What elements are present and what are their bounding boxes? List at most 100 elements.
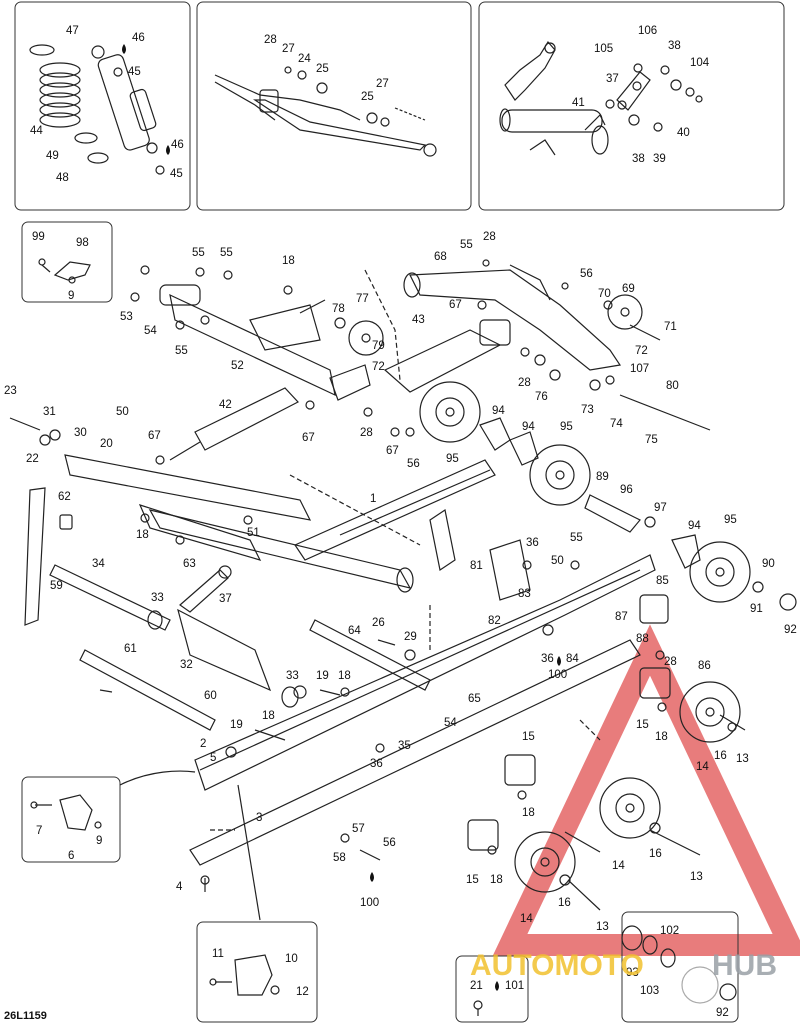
part-label-56: 56: [580, 268, 593, 280]
part-label-22: 22: [26, 453, 39, 465]
inset-frame-linkage: [478, 1, 785, 211]
part-label-61: 61: [124, 643, 137, 655]
part-label-55: 55: [570, 532, 583, 544]
part-label-6: 6: [68, 850, 74, 862]
part-label-90: 90: [762, 558, 775, 570]
part-label-13: 13: [736, 753, 749, 765]
part-label-89: 89: [596, 471, 609, 483]
part-label-36: 36: [370, 758, 383, 770]
part-label-14: 14: [696, 761, 709, 773]
part-label-28: 28: [483, 231, 496, 243]
part-label-51: 51: [247, 527, 260, 539]
inset-frame-bracket: [21, 221, 113, 303]
part-label-55: 55: [460, 239, 473, 251]
part-label-80: 80: [666, 380, 679, 392]
part-label-33: 33: [286, 670, 299, 682]
part-number-labels: 47 46 45 44 49 46 48 45 28 27 24 25 27 2…: [4, 25, 797, 1019]
part-label-60: 60: [204, 690, 217, 702]
part-label-84: 84: [566, 653, 579, 665]
part-label-87: 87: [615, 611, 628, 623]
part-label-18: 18: [262, 710, 275, 722]
part-label-14: 14: [612, 860, 625, 872]
part-label-46: 46: [132, 32, 145, 44]
part-label-10: 10: [285, 953, 298, 965]
part-label-19: 19: [316, 670, 329, 682]
part-label-42: 42: [219, 399, 232, 411]
part-label-45: 45: [128, 66, 141, 78]
part-label-2: 2: [200, 738, 206, 750]
part-label-30: 30: [74, 427, 87, 439]
part-label-57: 57: [352, 823, 365, 835]
part-label-99: 99: [32, 231, 45, 243]
part-label-82: 82: [488, 615, 501, 627]
part-label-73: 73: [581, 404, 594, 416]
part-label-91: 91: [750, 603, 763, 615]
part-label-64: 64: [348, 625, 361, 637]
part-label-100: 100: [360, 897, 379, 909]
part-label-79: 79: [372, 340, 385, 352]
part-label-25: 25: [361, 91, 374, 103]
part-label-101: 101: [505, 980, 524, 992]
watermark-triangle: [492, 624, 800, 956]
part-label-97: 97: [654, 502, 667, 514]
part-label-105: 105: [594, 43, 613, 55]
part-label-100: 100: [548, 669, 567, 681]
part-label-46: 46: [171, 139, 184, 151]
inset-frame-grease: [455, 955, 529, 1023]
part-label-107: 107: [630, 363, 649, 375]
part-label-96: 96: [620, 484, 633, 496]
watermark-text-a: AUTOMOTO: [470, 949, 644, 982]
part-label-40: 40: [677, 127, 690, 139]
part-label-45: 45: [170, 168, 183, 180]
part-label-16: 16: [558, 897, 571, 909]
figure-code: 26L1159: [4, 1010, 47, 1022]
part-label-18: 18: [338, 670, 351, 682]
inset-frame-slider: [196, 921, 318, 1023]
part-label-4: 4: [176, 881, 183, 893]
inset-frame-shock: [14, 1, 191, 211]
part-label-95: 95: [446, 453, 459, 465]
part-label-39: 39: [653, 153, 666, 165]
part-label-37: 37: [219, 593, 232, 605]
inset-frame-arm: [196, 1, 472, 211]
part-label-18: 18: [490, 874, 503, 886]
part-label-29: 29: [404, 631, 417, 643]
part-label-67: 67: [148, 430, 161, 442]
part-label-54: 54: [144, 325, 157, 337]
part-label-95: 95: [560, 421, 573, 433]
part-label-77: 77: [356, 293, 369, 305]
part-label-88: 88: [636, 633, 649, 645]
part-label-47: 47: [66, 25, 79, 37]
part-label-27: 27: [376, 78, 389, 90]
part-label-72: 72: [372, 361, 385, 373]
part-label-50: 50: [116, 406, 129, 418]
part-label-67: 67: [302, 432, 315, 444]
part-label-33: 33: [151, 592, 164, 604]
part-label-20: 20: [100, 438, 113, 450]
shock-spring-drawing: [29, 44, 165, 175]
part-label-13: 13: [690, 871, 703, 883]
part-label-94: 94: [522, 421, 535, 433]
part-label-55: 55: [192, 247, 205, 259]
part-label-19: 19: [230, 719, 243, 731]
part-label-70: 70: [598, 288, 611, 300]
part-label-83: 83: [518, 588, 531, 600]
part-label-95: 95: [724, 514, 737, 526]
part-label-102: 102: [660, 925, 679, 937]
part-label-103: 103: [640, 985, 659, 997]
part-label-11: 11: [212, 948, 224, 960]
part-label-94: 94: [492, 405, 505, 417]
main-assembly-drawing: [9, 259, 797, 921]
part-label-48: 48: [56, 172, 69, 184]
part-label-56: 56: [383, 837, 396, 849]
part-label-58: 58: [333, 852, 346, 864]
part-label-94: 94: [688, 520, 701, 532]
part-label-36: 36: [526, 537, 539, 549]
part-label-98: 98: [76, 237, 89, 249]
watermark-text-b: HUB: [712, 949, 777, 982]
part-label-59: 59: [50, 580, 63, 592]
part-label-14: 14: [520, 913, 533, 925]
part-label-15: 15: [636, 719, 649, 731]
